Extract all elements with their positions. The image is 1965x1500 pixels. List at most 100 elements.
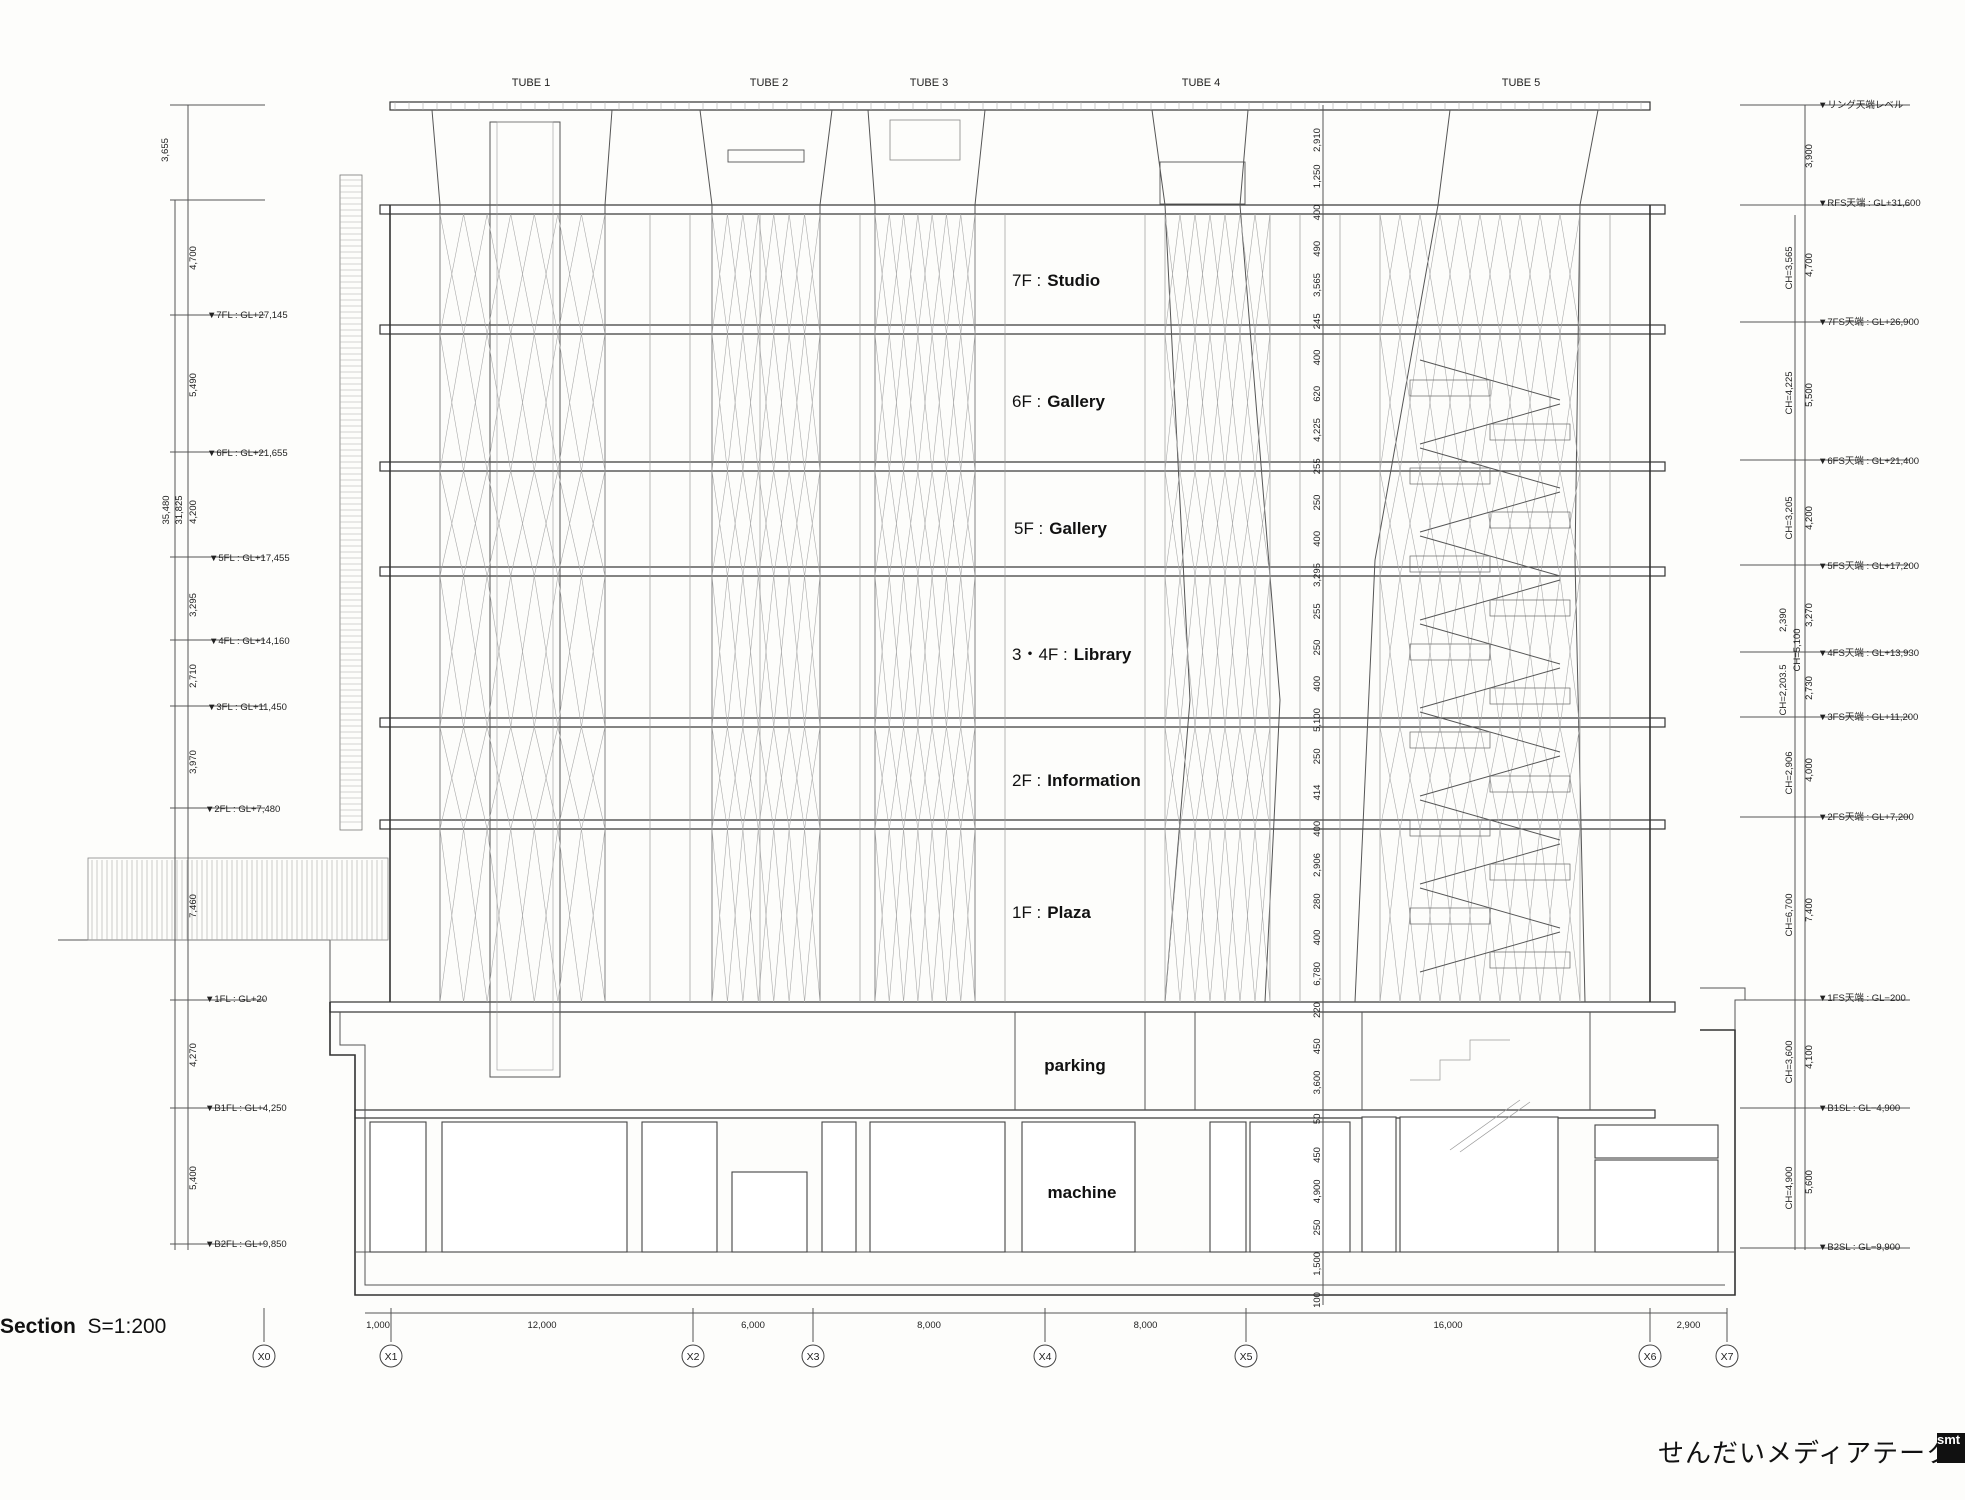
floor-label-5f: 5F :Gallery (1014, 519, 1107, 538)
brand-name: せんだいメディアテーク (1658, 1439, 1954, 1469)
right-dim-6: 4,000 (1804, 758, 1815, 782)
grid-dim: 12,000 (527, 1320, 556, 1331)
center-dim: 1,500 (1312, 1252, 1323, 1276)
center-dim: 2,906 (1312, 853, 1323, 877)
right-level-4fs: ▼4FS天端 : GL+13,930 (1818, 647, 1919, 659)
left-level-6fl: ▼6FL : GL+21,655 (207, 448, 288, 459)
floor-label-2f: 2F :Information (1012, 771, 1141, 790)
center-dim: 100 (1312, 1292, 1323, 1308)
left-total-1: 31,825 (174, 495, 185, 524)
left-dim-7: 7,460 (188, 894, 199, 918)
center-dim: 450 (1312, 1038, 1323, 1054)
center-dim: 400 (1312, 676, 1323, 692)
grid-bubble (1715, 1344, 1739, 1368)
grid-label: X5 (1240, 1351, 1253, 1363)
grid-label: X6 (1644, 1351, 1657, 1363)
center-dim: 6,780 (1312, 962, 1323, 986)
center-dim: 490 (1312, 241, 1323, 257)
left-level-2fl: ▼2FL : GL+7,480 (205, 804, 280, 815)
center-dim: 400 (1312, 531, 1323, 547)
grid-dim: 2,900 (1677, 1320, 1701, 1331)
center-dim: 250 (1312, 748, 1323, 764)
center-dim: 50 (1312, 1114, 1323, 1125)
logo-text: smt (1937, 1433, 1961, 1447)
left-dim-0: 3,655 (160, 138, 171, 162)
grid-label: X7 (1721, 1351, 1734, 1363)
left-level-5fl: ▼5FL : GL+17,455 (209, 553, 290, 564)
left-level-3fl: ▼3FL : GL+11,450 (207, 702, 287, 713)
tube-label-3: TUBE 3 (910, 77, 949, 89)
right-ch-4: CH=2,203.5 (1778, 665, 1789, 716)
floor-label-1f: 1F :Plaza (1012, 903, 1091, 922)
center-dim: 414 (1312, 785, 1323, 801)
center-dim: 1,250 (1312, 164, 1323, 188)
left-level-b2fl: ▼B2FL : GL+9,850 (205, 1239, 287, 1250)
center-dim: 450 (1312, 1147, 1323, 1163)
tube-label-2: TUBE 2 (750, 77, 789, 89)
structure-hatching (91, 102, 1642, 1003)
tube-label-4: TUBE 4 (1182, 77, 1221, 89)
building-outline (58, 101, 1746, 1296)
center-dim: 4,900 (1312, 1179, 1323, 1203)
grid-label: X0 (258, 1351, 271, 1363)
right-level-2fs: ▼2FS天端 : GL+7,200 (1818, 811, 1914, 823)
center-dim: 250 (1312, 1220, 1323, 1236)
basement-rooms (369, 1012, 1719, 1253)
room-label-machine: machine (1048, 1183, 1117, 1202)
center-dim: 220 (1312, 1002, 1323, 1018)
left-dim-3: 4,200 (188, 500, 199, 524)
tube-labels: TUBE 1 TUBE 2 TUBE 3 TUBE 4 TUBE 5 (512, 77, 1541, 89)
left-level-b1fl: ▼B1FL : GL+4,250 (205, 1103, 287, 1114)
right-dim-9: 5,600 (1804, 1170, 1815, 1194)
center-dim: 255 (1312, 603, 1323, 619)
right-ch-7: CH=3,600 (1784, 1040, 1795, 1083)
center-dim: 400 (1312, 930, 1323, 946)
left-level-7fl: ▼7FL : GL+27,145 (207, 310, 288, 321)
center-dim: 3,600 (1312, 1071, 1323, 1095)
right-level-ring: ▼リング天端レベル (1818, 99, 1904, 111)
right-level-b1sl: ▼B1SL : GL−4,900 (1818, 1103, 1900, 1114)
right-sub-0: 2,390 (1778, 608, 1789, 632)
center-dim: 2,910 (1312, 128, 1323, 152)
floor-label-6f: 6F :Gallery (1012, 392, 1105, 411)
grid-label: X1 (385, 1351, 398, 1363)
room-labels: 7F :Studio 6F :Gallery 5F :Gallery 3・4F … (1012, 271, 1141, 1202)
floor-label-7f: 7F :Studio (1012, 271, 1100, 290)
right-dimensions: ▼リング天端レベル ▼RFS天端 : GL+31,600 ▼7FS天端 : GL… (1740, 99, 1921, 1253)
grid-dim: 16,000 (1433, 1320, 1462, 1331)
tubes (431, 109, 1599, 1078)
right-dim-2: 5,500 (1804, 383, 1815, 407)
center-dimensions: 2,9101,2504004903,5652454006204,22525525… (1312, 105, 1324, 1308)
title-scale: S=1:200 (87, 1315, 167, 1338)
left-total-0: 35,480 (161, 495, 172, 524)
left-dim-2: 5,490 (188, 373, 199, 397)
right-ch-5: CH=2,906 (1784, 751, 1795, 794)
room-label-parking: parking (1044, 1056, 1105, 1075)
left-dimensions: 3,655 4,700 5,490 4,200 3,295 2,710 3,97… (160, 104, 290, 1250)
brand-logo: smt (1937, 1433, 1965, 1463)
right-level-7fs: ▼7FS天端 : GL+26,900 (1818, 316, 1919, 328)
right-level-rfs: ▼RFS天端 : GL+31,600 (1818, 197, 1921, 209)
right-dim-3: 4,200 (1804, 506, 1815, 530)
left-dim-4: 3,295 (188, 593, 199, 617)
center-dim: 4,225 (1312, 418, 1323, 442)
center-dim: 250 (1312, 640, 1323, 656)
right-ch-1: CH=4,225 (1784, 371, 1795, 414)
left-dim-8: 4,270 (188, 1043, 199, 1067)
section-title: Section S=1:200 (0, 1315, 166, 1339)
right-dim-5: 2,730 (1804, 676, 1815, 700)
right-level-6fs: ▼6FS天端 : GL+21,400 (1818, 455, 1919, 467)
center-dim: 400 (1312, 350, 1323, 366)
right-level-5fs: ▼5FS天端 : GL+17,200 (1818, 560, 1919, 572)
right-dim-1: 4,700 (1804, 253, 1815, 277)
center-dim: 5,100 (1312, 708, 1323, 732)
tube-label-1: TUBE 1 (512, 77, 551, 89)
grid-dim: 8,000 (917, 1320, 941, 1331)
grid-bubble (252, 1344, 276, 1368)
grid-label: X2 (687, 1351, 700, 1363)
left-dim-6: 3,970 (188, 750, 199, 774)
left-level-1fl: ▼1FL : GL+20 (205, 994, 267, 1005)
grid-bubble (379, 1344, 403, 1368)
left-dim-1: 4,700 (188, 246, 199, 270)
